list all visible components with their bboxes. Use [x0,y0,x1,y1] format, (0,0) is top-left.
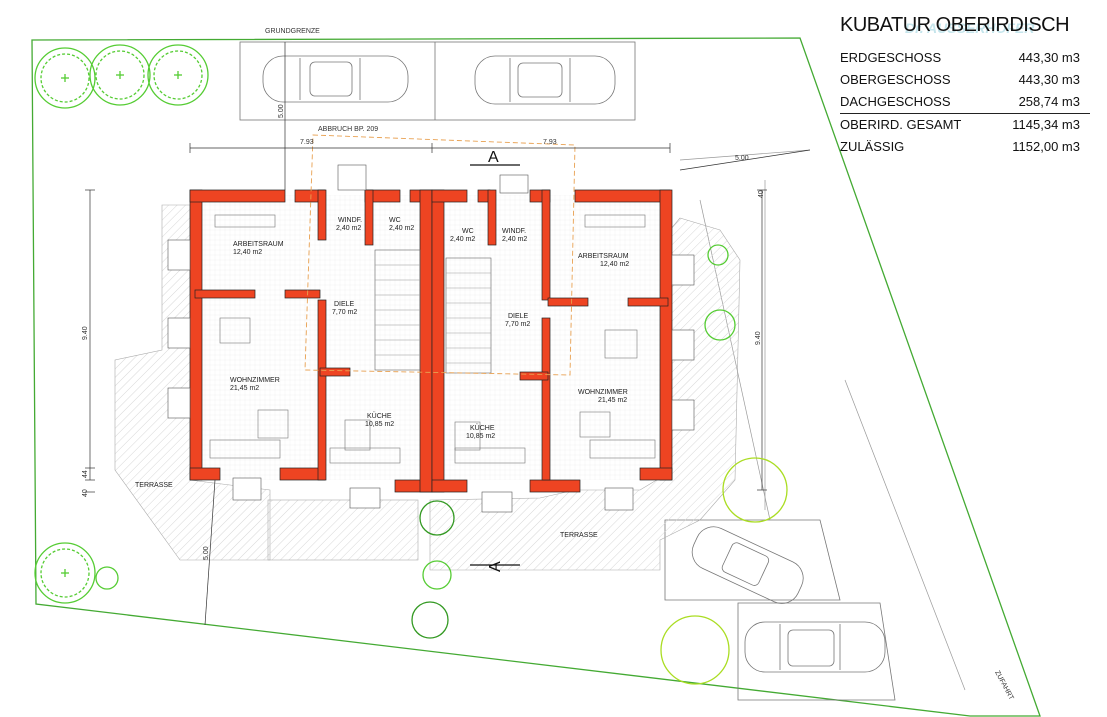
room-diele-right-area: 7,70 m2 [505,321,530,328]
kubatur-row-value: 443,30 m3 [1018,50,1080,65]
room-kueche-left-area: 10,85 m2 [365,421,394,428]
trees [34,44,788,685]
kubatur-row: OBERGESCHOSS 443,30 m3 [840,69,1090,91]
tree-icon [411,500,455,639]
kubatur-row: ERDGESCHOSS 443,30 m3 [840,47,1090,69]
room-windf-right-area: 2,40 m2 [502,236,527,243]
section-mark-top: A [488,149,499,166]
kubatur-row-label: ERDGESCHOSS [840,50,942,65]
dim-setback-bottom: 5.00 [203,546,210,560]
room-windf-right: WINDF. [502,228,526,235]
tree-icon [660,615,730,685]
dim-wall-c: 40 [758,190,765,198]
room-kueche-left: KÜCHE [367,412,392,420]
kubatur-row-value: 1145,34 m3 [1012,117,1080,132]
car-icon [691,526,804,604]
room-wohnzimmer-left: WOHNZIMMER [230,377,280,384]
room-wc-right-area: 2,40 m2 [450,236,475,243]
parking-top [239,41,636,121]
abbruch-label: ABBRUCH BP. 209 [318,126,378,133]
furniture [209,214,656,464]
room-wc-left-area: 2,40 m2 [389,225,414,232]
room-wc-right: WC [462,228,474,235]
terraces [114,204,741,571]
kubatur-row-label: OBERGESCHOSS [840,72,951,87]
room-arbeitsraum-left-area: 12,40 m2 [233,249,262,256]
room-diele-left: DIELE [334,301,355,308]
kubatur-row-label: OBERIRD. GESAMT [840,117,962,132]
dim-width-left: 7.93 [300,139,314,146]
section-mark-bottom: A [487,561,504,572]
staircases [374,249,492,374]
dim-depth-right: 9.40 [755,331,762,345]
tree-icon [147,44,209,106]
tree-icon [34,542,96,604]
demolition-outline [304,134,576,376]
dim-setback-right: 5.00 [735,155,749,162]
room-diele-right: DIELE [508,313,529,320]
room-arbeitsraum-left: ARBEITSRAUM [233,241,284,248]
car-icon [744,621,886,673]
kubatur-row-label: DACHGESCHOSS [840,94,951,109]
tree-icon [95,566,119,590]
kubatur-row-label: ZULÄSSIG [840,139,905,154]
room-wohnzimmer-left-area: 21,45 m2 [230,385,259,392]
dim-width-right: 7.93 [543,139,557,146]
room-arbeitsraum-right-area: 12,40 m2 [600,261,629,268]
car-icon [262,55,409,103]
zufahrt-label: ZUFAHRT [993,670,1015,702]
parking-bottom-right [664,519,896,701]
room-arbeitsraum-right: ARBEITSRAUM [578,253,629,260]
kubatur-row-value: 1152,00 m3 [1012,139,1080,154]
terrasse-right-label: TERRASSE [560,532,598,539]
kubatur-title: KUBATUR OBERIRDISCH [840,14,1070,36]
room-kueche-right-area: 10,85 m2 [466,433,495,440]
room-wohnzimmer-right-area: 21,45 m2 [598,397,627,404]
kubatur-row: ZULÄSSIG 1152,00 m3 [840,136,1090,158]
kubatur-row-value: 443,30 m3 [1018,72,1080,87]
tree-icon [34,47,96,109]
dimension-lines [85,42,811,626]
terrasse-left-label: TERRASSE [135,482,173,489]
kubatur-row: OBERIRD. GESAMT 1145,34 m3 [840,114,1090,136]
labels: GRUNDGRENZE ABBRUCH BP. 209 7.93 7.93 5.… [82,28,1015,702]
logo-watermark: Dr. AUSSERHOFER [905,20,1035,36]
room-windf-left: WINDF. [338,217,362,224]
kubatur-row: DACHGESCHOSS 258,74 m3 [840,91,1090,114]
room-kueche-right: KÜCHE [470,424,495,432]
tree-icon [704,309,736,341]
kubatur-row-value: 258,74 m3 [1018,94,1080,109]
room-wohnzimmer-right: WOHNZIMMER [578,389,628,396]
kubatur-table: KUBATUR OBERIRDISCH ERDGESCHOSS 443,30 m… [840,14,1090,158]
property-boundary [31,37,1041,717]
dim-setback-top: 5.00 [278,104,285,118]
dim-wall-a: 40 [82,489,89,497]
tree-icon [722,457,788,523]
section-mark [470,164,520,566]
room-diele-left-area: 7,70 m2 [332,309,357,316]
tree-icon [89,44,151,106]
windows [167,164,695,513]
dim-depth-left: 9.40 [82,326,89,340]
driveway-lines [679,149,966,691]
room-windf-left-area: 2,40 m2 [336,225,361,232]
grundgrenze-label: GRUNDGRENZE [265,28,320,35]
car-icon [474,55,616,105]
room-wc-left: WC [389,217,401,224]
dim-wall-b: 44 [82,470,89,478]
tree-icon [707,244,729,266]
